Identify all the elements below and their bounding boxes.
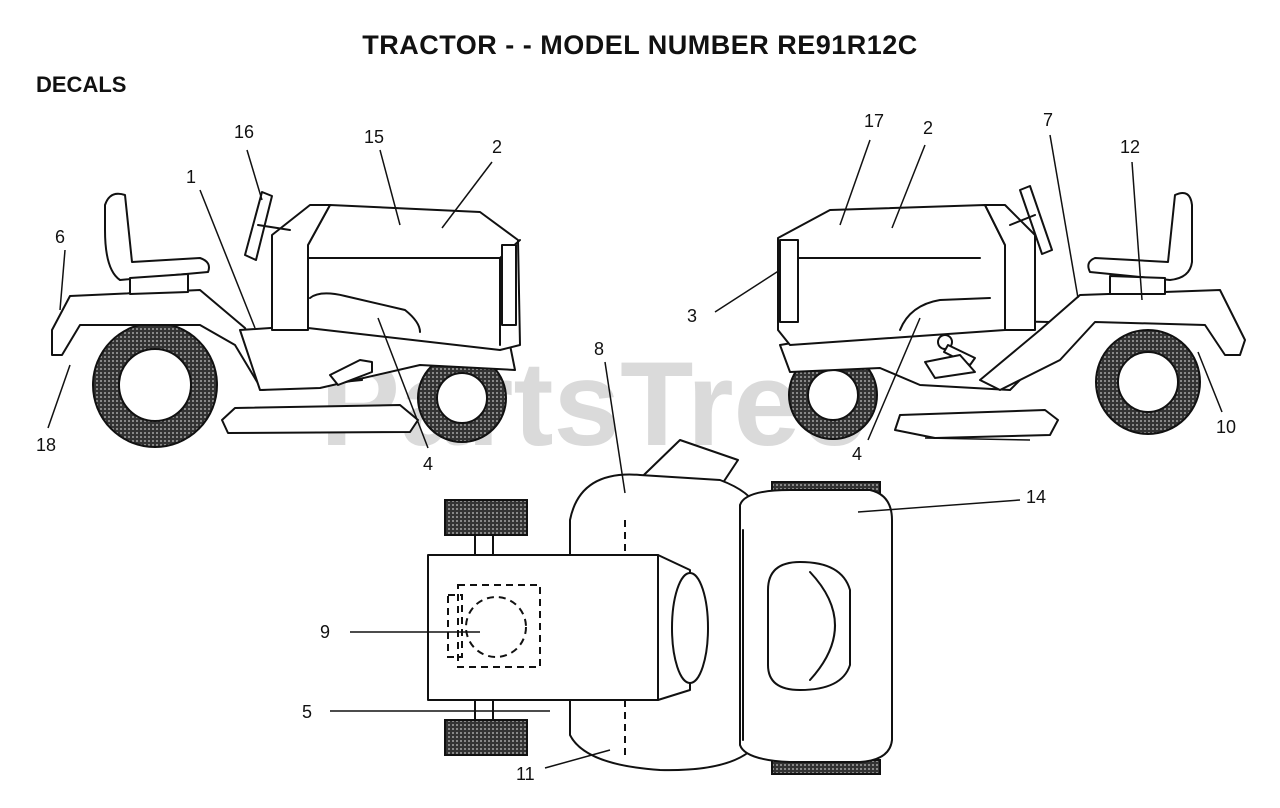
callout-15: 15 [364, 127, 384, 147]
top-seat-cushion [465, 596, 527, 658]
leader-2-left [441, 161, 493, 229]
callout-10: 10 [1216, 417, 1236, 437]
top-seat-outline [457, 584, 541, 668]
top-rear-tire-upper [444, 499, 528, 536]
right-dash [984, 204, 1036, 331]
callout-16: 16 [234, 122, 254, 142]
callout-12: 12 [1120, 137, 1140, 157]
top-hood-contour [809, 571, 836, 681]
left-front-rim [436, 372, 488, 424]
leader-4-right [867, 317, 921, 441]
leader-7 [1049, 134, 1079, 299]
leader-15 [379, 149, 401, 226]
callout-2-right: 2 [923, 118, 933, 138]
callout-4-right: 4 [852, 444, 862, 464]
right-steering-column [1009, 214, 1036, 226]
callout-8: 8 [594, 339, 604, 359]
top-hood-panel [767, 561, 851, 691]
leader-18 [47, 364, 71, 429]
leader-14 [857, 499, 1021, 513]
right-rear-fender [979, 289, 1246, 391]
left-side-decal [309, 292, 421, 333]
leader-10 [1197, 351, 1223, 413]
leader-lines [47, 134, 1223, 769]
right-deck-skirt [924, 437, 1031, 441]
right-seat [1087, 192, 1193, 281]
left-lift-lever [329, 359, 373, 386]
callout-17: 17 [864, 111, 884, 131]
leader-12 [1131, 161, 1143, 301]
left-rear-rim [118, 348, 192, 422]
right-steering-wheel [1019, 185, 1053, 255]
callout-5: 5 [302, 702, 312, 722]
callout-6: 6 [55, 227, 65, 247]
callout-4-left: 4 [423, 454, 433, 474]
left-hood [307, 204, 521, 351]
right-front-rim [807, 369, 859, 421]
top-rear-body [427, 554, 659, 701]
right-side-decal [899, 297, 991, 331]
leader-11 [544, 749, 611, 769]
top-axle-lower [474, 697, 494, 721]
left-seat-base [129, 273, 189, 295]
right-grille [779, 239, 799, 323]
diagram-title: TRACTOR - - MODEL NUMBER RE91R12C [362, 30, 918, 60]
top-rear-tire-lower [444, 719, 528, 756]
leader-2-right [891, 144, 926, 229]
left-seat [104, 192, 210, 281]
callout-3: 3 [687, 306, 697, 326]
leader-1 [199, 189, 256, 329]
right-rear-rim [1117, 351, 1179, 413]
leader-8 [604, 361, 626, 494]
left-steering-column [257, 224, 291, 231]
tractor-left-side-view [51, 191, 521, 448]
callout-7: 7 [1043, 110, 1053, 130]
right-hood [777, 204, 1006, 346]
leader-6 [59, 249, 66, 311]
leader-4-left [377, 317, 429, 449]
callout-14: 14 [1026, 487, 1046, 507]
leader-17 [839, 139, 871, 226]
left-mower-deck [221, 404, 419, 434]
right-mower-deck [894, 409, 1059, 439]
callout-2-left: 2 [492, 137, 502, 157]
section-heading: DECALS [36, 72, 127, 97]
leader-16 [246, 149, 263, 201]
right-lift-handle [924, 354, 976, 379]
callout-9: 9 [320, 622, 330, 642]
tractor-top-view [427, 439, 893, 775]
callout-1: 1 [186, 167, 196, 187]
callout-labels: 6 18 1 16 15 2 4 3 17 2 7 12 4 10 8 14 9… [36, 110, 1236, 784]
left-dash [271, 204, 331, 331]
right-seat-base [1109, 275, 1166, 295]
leader-3 [714, 269, 781, 313]
tractor-right-side-view [777, 185, 1246, 441]
callout-18: 18 [36, 435, 56, 455]
callout-11: 11 [516, 764, 535, 784]
left-grille [501, 244, 517, 326]
top-steering-wheel [671, 572, 709, 684]
top-seat-back [447, 594, 463, 658]
